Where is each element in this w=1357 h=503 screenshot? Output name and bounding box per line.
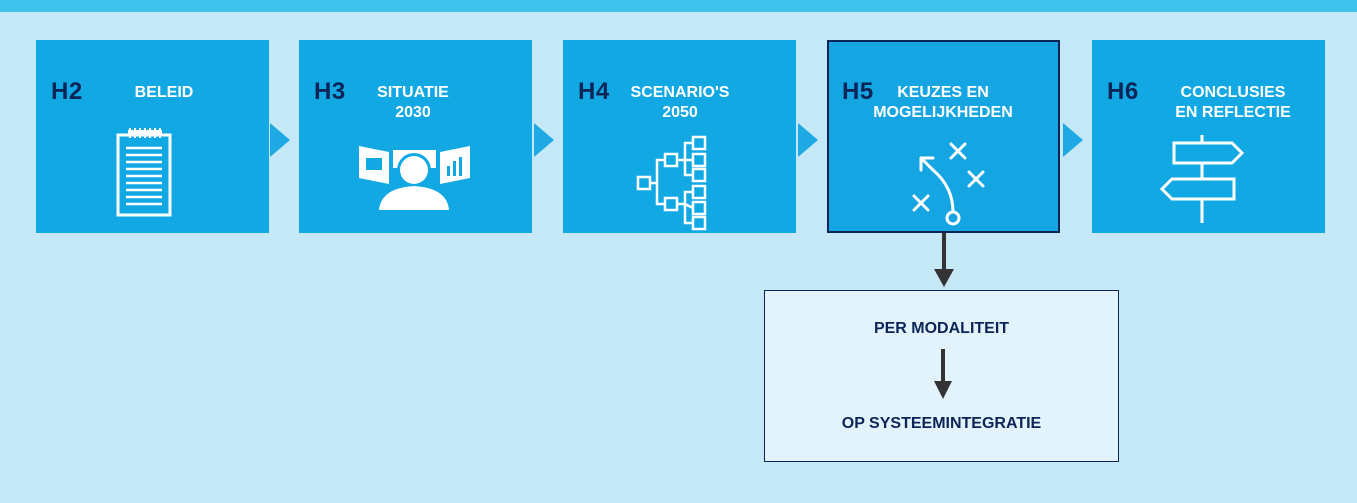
- top-bar: [0, 0, 1357, 12]
- flow-arrow-4: [1063, 123, 1083, 157]
- tactics-icon: [912, 142, 985, 226]
- tree-diagram-icon: [636, 135, 707, 231]
- step-h5-label: KEUZES EN MOGELIJKHEDEN: [873, 84, 1013, 121]
- step-h4-box: H4 SCENARIO'S 2050: [563, 40, 796, 233]
- detail-bottom-label: OP SYSTEEMINTEGRATIE: [841, 415, 1042, 432]
- person-screens-icon: [359, 146, 470, 210]
- step-h3-box: H3 SITUATIE 2030: [299, 40, 532, 233]
- step-h4-code: H4: [578, 78, 610, 105]
- step-h6-box: H6 CONCLUSIES EN REFLECTIE: [1092, 40, 1325, 233]
- detail-box: PER MODALITEIT OP SYSTEEMINTEGRATIE: [764, 290, 1119, 462]
- detail-down-arrow: [934, 349, 952, 399]
- step-h4-label: SCENARIO'S 2050: [630, 84, 730, 121]
- down-arrow-to-detail: [934, 233, 954, 287]
- step-h2-label: BELEID: [134, 84, 194, 101]
- step-h3-code: H3: [314, 78, 346, 105]
- step-h5-code: H5: [842, 78, 874, 105]
- flow-arrow-2: [534, 123, 554, 157]
- signpost-icon: [1159, 135, 1245, 223]
- step-h6-label: CONCLUSIES EN REFLECTIE: [1175, 84, 1291, 121]
- step-h2-box: H2 BELEID: [36, 40, 269, 233]
- step-h5-box: H5 KEUZES EN MOGELIJKHEDEN: [827, 40, 1060, 233]
- notepad-icon: [116, 128, 172, 217]
- flow-arrow-3: [798, 123, 818, 157]
- step-h6-code: H6: [1107, 78, 1139, 105]
- flow-arrow-1: [270, 123, 290, 157]
- step-h3-label: SITUATIE 2030: [377, 84, 449, 121]
- detail-top-label: PER MODALITEIT: [873, 320, 1010, 337]
- step-h2-code: H2: [51, 78, 83, 105]
